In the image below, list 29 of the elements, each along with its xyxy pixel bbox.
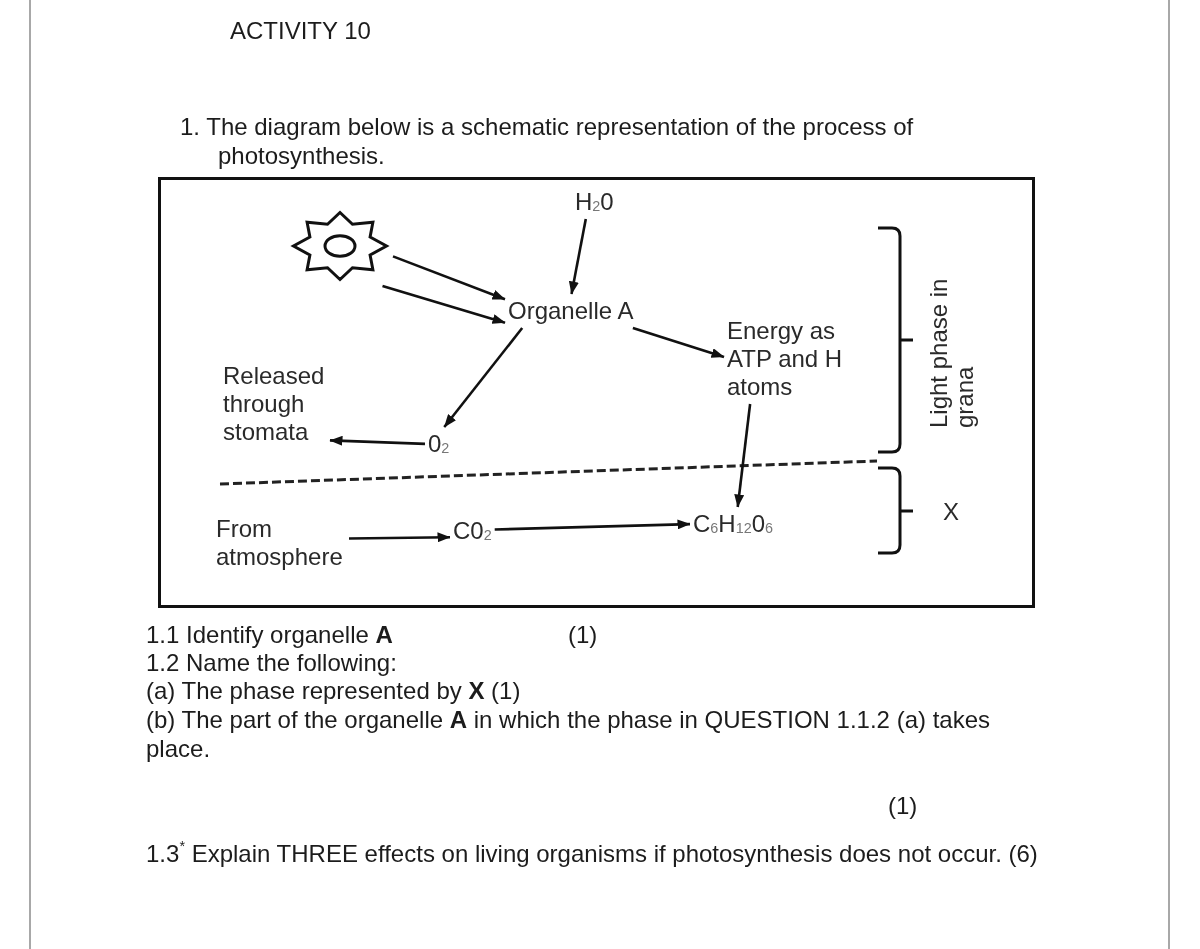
arrow [392, 255, 506, 301]
formula-label: C0$_{2}$ [453, 517, 492, 545]
arrow [329, 435, 426, 446]
sun-icon [290, 209, 390, 283]
bracket-label: X [943, 498, 959, 526]
question-text: 1.3$^{*}$ Explain THREE effects on living organisms if photosynthesis does not occur. (6) [146, 840, 1038, 868]
formula-label: 0$_{2}$ [428, 430, 450, 458]
question-text: 1. The diagram below is a schematic representation of the process of photosynthesis. [180, 112, 915, 170]
formula-label: C$_{6}$H$_{12}$0$_{6}$ [693, 510, 774, 538]
formula-label: H$_{2}$0 [575, 188, 614, 216]
arrow [443, 327, 524, 428]
product-label: Energy as ATP and H atoms [727, 317, 847, 401]
destination-label: Released through stomata [223, 362, 327, 446]
question-text: (a) The phase represented by X (1) [146, 677, 521, 705]
arrow [734, 403, 752, 508]
organelle-label: Organelle A [508, 297, 634, 325]
arrow [632, 326, 725, 359]
arrow [494, 519, 691, 531]
arrow [382, 284, 506, 324]
question-text: 1.1 Identify organelle A [146, 621, 393, 649]
activity-heading: ACTIVITY 10 [230, 17, 371, 45]
mark-allocation: (1) [888, 792, 918, 820]
bracket-label: Light phase in grana [926, 277, 978, 428]
source-label: From atmosphere [216, 515, 346, 571]
arrow [568, 218, 588, 295]
mark-allocation: (1) [568, 621, 598, 649]
question-text: (b) The part of the organelle A in which the phase in QUESTION 1.1.2 (a) takes place. [146, 705, 991, 763]
arrow [349, 532, 451, 543]
question-text: 1.2 Name the following: [146, 649, 397, 677]
